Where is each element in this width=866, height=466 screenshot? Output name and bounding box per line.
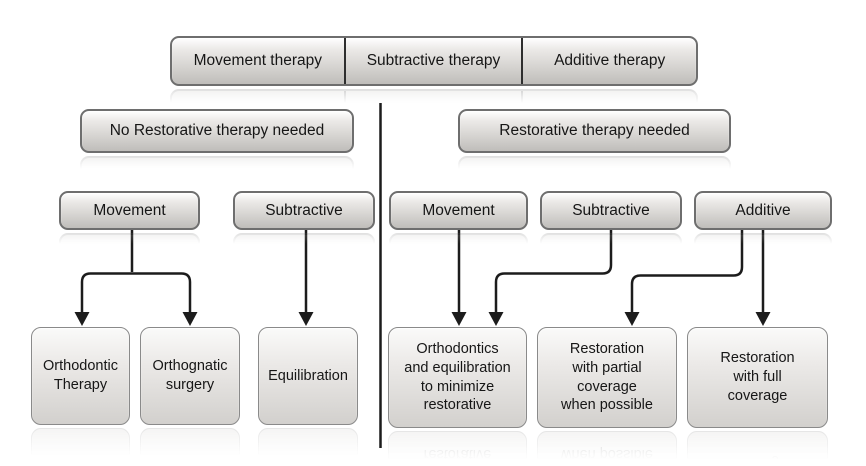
right-subtractive-box: Subtractive [540, 191, 682, 230]
right-subtractive-label: Subtractive [572, 201, 650, 219]
orthodontics-equilibration-label: Orthodontics and equilibration to minimi… [404, 340, 511, 414]
left-movement-box: Movement [59, 191, 200, 230]
right-additive-label: Additive [735, 201, 791, 219]
restoration-full-coverage-label: Restoration with full coverage [720, 350, 795, 404]
restorative-header-label: Restorative therapy needed [499, 122, 690, 139]
restoration-full-coverage-box: Restoration with full coverage [687, 327, 828, 428]
banner-segment-label: Additive therapy [554, 52, 666, 69]
restoration-partial-coverage-label: Restoration with partial coverage when p… [561, 340, 653, 414]
banner-segment-movement-therapy: Movement therapy [172, 38, 344, 84]
orthognatic-surgery-label: Orthognatic surgery [152, 358, 228, 393]
restoration-partial-coverage-box: Restoration with partial coverage when p… [537, 327, 677, 428]
right-movement-label: Movement [422, 201, 495, 219]
orthodontic-therapy-label: Orthodontic Therapy [43, 358, 118, 393]
banner-segment-additive-therapy: Additive therapy [521, 38, 696, 84]
right-additive-box: Additive [694, 191, 832, 230]
banner-segment-label: Subtractive therapy [366, 52, 501, 69]
orthodontics-equilibration-box: Orthodontics and equilibration to minimi… [388, 327, 527, 428]
banner-segment-subtractive-therapy: Subtractive therapy [343, 38, 522, 84]
orthognatic-surgery-box: Orthognatic surgery [140, 327, 240, 425]
orthodontic-therapy-box: Orthodontic Therapy [31, 327, 130, 425]
equilibration-box: Equilibration [258, 327, 358, 425]
left-subtractive-label: Subtractive [265, 201, 343, 219]
arrowheads [74, 312, 771, 326]
left-movement-label: Movement [93, 201, 166, 219]
no-restorative-header-box: No Restorative therapy needed [80, 109, 354, 153]
left-subtractive-box: Subtractive [233, 191, 375, 230]
right-movement-box: Movement [389, 191, 528, 230]
therapy-types-banner: Movement therapy Subtractive therapy Add… [170, 36, 698, 86]
restorative-header-box: Restorative therapy needed [458, 109, 731, 153]
no-restorative-header-label: No Restorative therapy needed [109, 122, 325, 139]
equilibration-label: Equilibration [268, 367, 348, 384]
banner-segment-label: Movement therapy [193, 52, 323, 69]
